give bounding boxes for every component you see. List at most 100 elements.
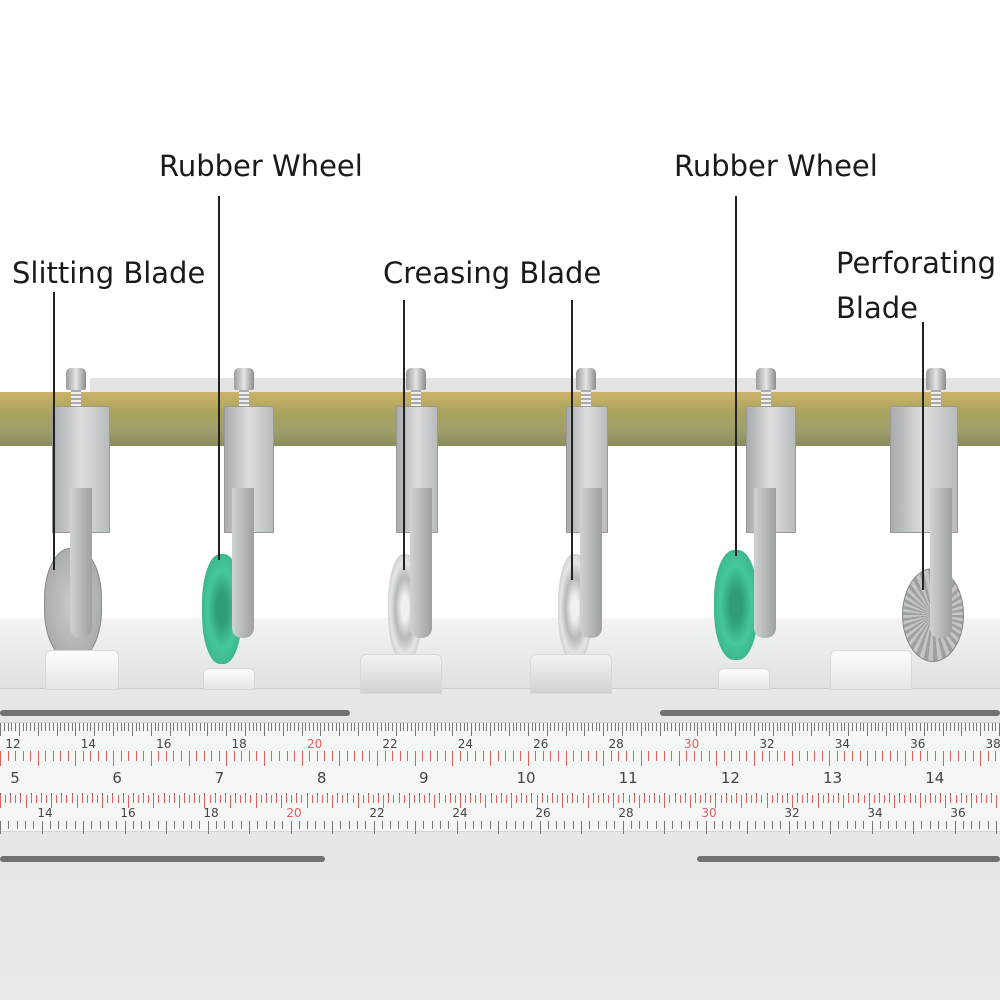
ruler-tick [795, 723, 797, 731]
arm [754, 488, 776, 638]
ruler-tick [937, 821, 939, 829]
ruler-tick [240, 821, 242, 829]
ruler-tick [680, 821, 682, 829]
ruler-tick [595, 751, 597, 761]
ruler-tick [870, 723, 872, 731]
ruler-tick [643, 795, 645, 803]
ruler-tick [324, 751, 326, 761]
ruler-number: 20 [306, 737, 323, 751]
ruler-tick [871, 821, 873, 834]
leader-line-perforating-blade [922, 322, 924, 590]
bolt-icon [234, 368, 254, 390]
ruler-tick [664, 821, 665, 834]
ruler-tick [339, 751, 341, 766]
ruler-tick [373, 723, 375, 731]
ruler-number: 6 [112, 769, 122, 787]
ruler-tick [625, 723, 627, 731]
ruler-tick [522, 821, 524, 829]
ruler-tick [377, 723, 378, 736]
label-rubber-wheel-left: Rubber Wheel [159, 149, 363, 183]
slot [0, 710, 350, 716]
ruler-tick [240, 795, 242, 803]
ruler-tick [505, 795, 507, 803]
ruler-tick [501, 723, 503, 731]
ruler-tick [746, 723, 748, 731]
ruler-tick [716, 751, 718, 766]
ruler-tick [968, 723, 970, 731]
ruler-tick [916, 723, 918, 731]
ruler-tick [927, 751, 929, 761]
ruler-tick [904, 821, 906, 829]
ruler-tick [362, 795, 364, 803]
ruler-tick [332, 795, 334, 808]
ruler-tick [622, 821, 624, 834]
ruler-tick [980, 723, 982, 736]
ruler-tick [352, 795, 354, 803]
ruler-tick [470, 795, 472, 803]
ruler-tick [689, 795, 691, 808]
bolt-thread [761, 390, 771, 406]
ruler-tick [740, 795, 742, 808]
ruler-tick [301, 723, 303, 736]
ruler-tick [648, 751, 650, 761]
ruler-tick [105, 751, 107, 761]
ruler-tick [241, 723, 243, 731]
ruler-tick [697, 723, 699, 736]
ruler-tick [638, 795, 640, 808]
ruler-tick [755, 821, 757, 829]
ruler-tick [950, 723, 952, 731]
ruler-tick [415, 821, 416, 834]
ruler-tick [94, 723, 96, 736]
ruler-tick [562, 795, 564, 808]
ruler-tick [940, 795, 942, 803]
ruler-tick [128, 751, 130, 761]
ruler-tick [444, 751, 446, 761]
ruler-tick [52, 751, 54, 761]
ruler-tick [490, 723, 492, 736]
ruler-number: 28 [608, 737, 624, 751]
ruler-tick [965, 795, 967, 803]
ruler-tick [332, 821, 333, 834]
ruler-tick [588, 751, 590, 761]
ruler-tick [168, 795, 170, 803]
ruler-tick [716, 723, 718, 736]
ruler-tick [684, 795, 686, 803]
ruler-tick [464, 821, 466, 829]
ruler-tick [226, 723, 228, 736]
ruler-tick [813, 821, 815, 829]
ruler-tick [659, 723, 661, 736]
ruler-tick [456, 821, 458, 834]
ruler-tick [90, 751, 92, 761]
ruler-number: 14 [37, 806, 53, 820]
ruler-tick [664, 795, 666, 808]
ruler-tick [505, 723, 507, 731]
ruler-tick [7, 751, 9, 761]
ruler-tick [934, 723, 936, 731]
ruler-tick [354, 723, 356, 731]
ruler-number: 7 [214, 769, 225, 787]
ruler-tick [873, 795, 875, 803]
ruler-tick [671, 751, 673, 761]
ruler-tick [784, 751, 786, 761]
ruler-tick [256, 751, 258, 761]
ruler-tick [339, 723, 341, 736]
ruler-tick [945, 795, 947, 808]
ruler-tick [995, 751, 997, 761]
ruler-tick [309, 751, 311, 761]
ruler-tick [884, 795, 886, 803]
ruler-tick [0, 751, 1, 766]
ruler-tick [846, 821, 848, 829]
ruler-tick [346, 751, 348, 761]
ruler-tick [83, 821, 84, 834]
ruler-number: 12 [720, 769, 740, 787]
ruler-tick [573, 723, 575, 731]
ruler-tick [542, 751, 544, 761]
ruler-tick [127, 795, 129, 808]
ruler-tick [418, 723, 420, 731]
ruler-tick [71, 723, 73, 731]
rubber-wheel-unit-left [198, 368, 288, 690]
ruler-tick [0, 795, 1, 808]
ruler-tick [471, 723, 473, 736]
ruler-tick [693, 751, 695, 761]
bolt-icon [926, 368, 946, 390]
